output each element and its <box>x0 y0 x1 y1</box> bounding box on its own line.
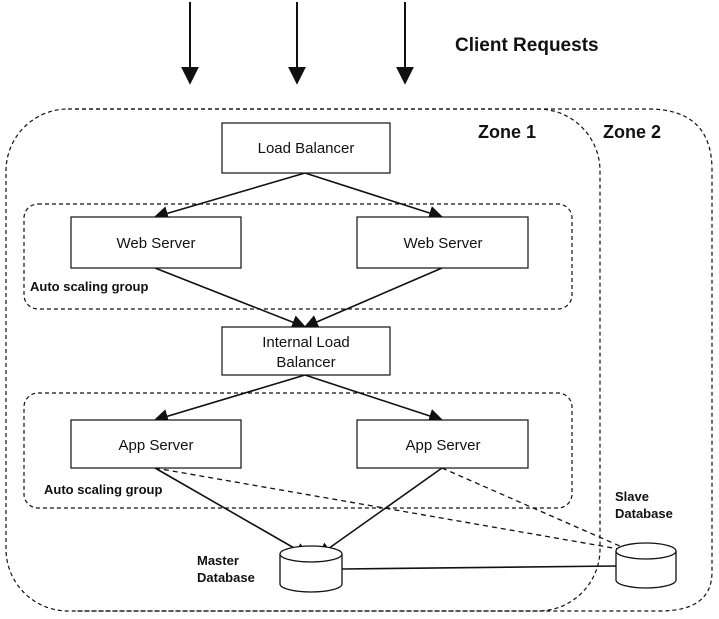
master-database-label-line1: Master <box>197 553 239 568</box>
master-to-slave-line <box>341 565 617 570</box>
web-left-to-internal-lb-arrow <box>154 267 307 329</box>
web-server-left-node: Web Server <box>70 216 242 269</box>
lb-to-web-left-arrow <box>153 172 306 221</box>
app-auto-scaling-group <box>23 392 573 509</box>
app-left-to-slave-dashed-arrow <box>154 467 638 556</box>
client-requests-label: Client Requests <box>455 35 599 56</box>
app-right-to-slave-dashed-arrow <box>441 467 640 556</box>
internal-lb-to-app-right-arrow <box>304 374 444 423</box>
slave-database-label-line1: Slave <box>615 489 649 504</box>
internal-load-balancer-node: Internal Load Balancer <box>221 326 391 376</box>
zone-2-boundary <box>75 108 713 612</box>
web-auto-scaling-group-label: Auto scaling group <box>30 279 149 294</box>
slave-database-icon <box>615 542 677 589</box>
master-database-icon <box>279 545 343 593</box>
web-right-to-internal-lb-arrow <box>303 267 443 329</box>
internal-lb-label-line2: Balancer <box>276 354 335 371</box>
web-server-right-label: Web Server <box>404 235 483 252</box>
lb-to-web-right-arrow <box>304 172 444 220</box>
app-server-left-node: App Server <box>70 419 242 469</box>
zone-1-boundary <box>5 108 601 612</box>
zone-2-label: Zone 2 <box>603 122 661 142</box>
master-database-label-line2: Database <box>197 570 255 585</box>
app-auto-scaling-group-label: Auto scaling group <box>44 482 163 497</box>
zone-1-label: Zone 1 <box>478 122 536 142</box>
load-balancer-node: Load Balancer <box>221 122 391 174</box>
app-right-to-master-arrow <box>316 467 443 557</box>
slave-database-label-line2: Database <box>615 506 673 521</box>
app-server-left-label: App Server <box>118 437 193 454</box>
web-auto-scaling-group <box>23 203 573 310</box>
app-server-right-label: App Server <box>405 437 480 454</box>
app-left-to-master-arrow <box>154 467 310 557</box>
internal-lb-to-app-left-arrow <box>153 374 306 424</box>
load-balancer-label: Load Balancer <box>258 140 355 157</box>
web-server-right-node: Web Server <box>356 216 529 269</box>
web-server-left-label: Web Server <box>117 235 196 252</box>
internal-lb-label-line1: Internal Load <box>262 334 350 351</box>
app-server-right-node: App Server <box>356 419 529 469</box>
